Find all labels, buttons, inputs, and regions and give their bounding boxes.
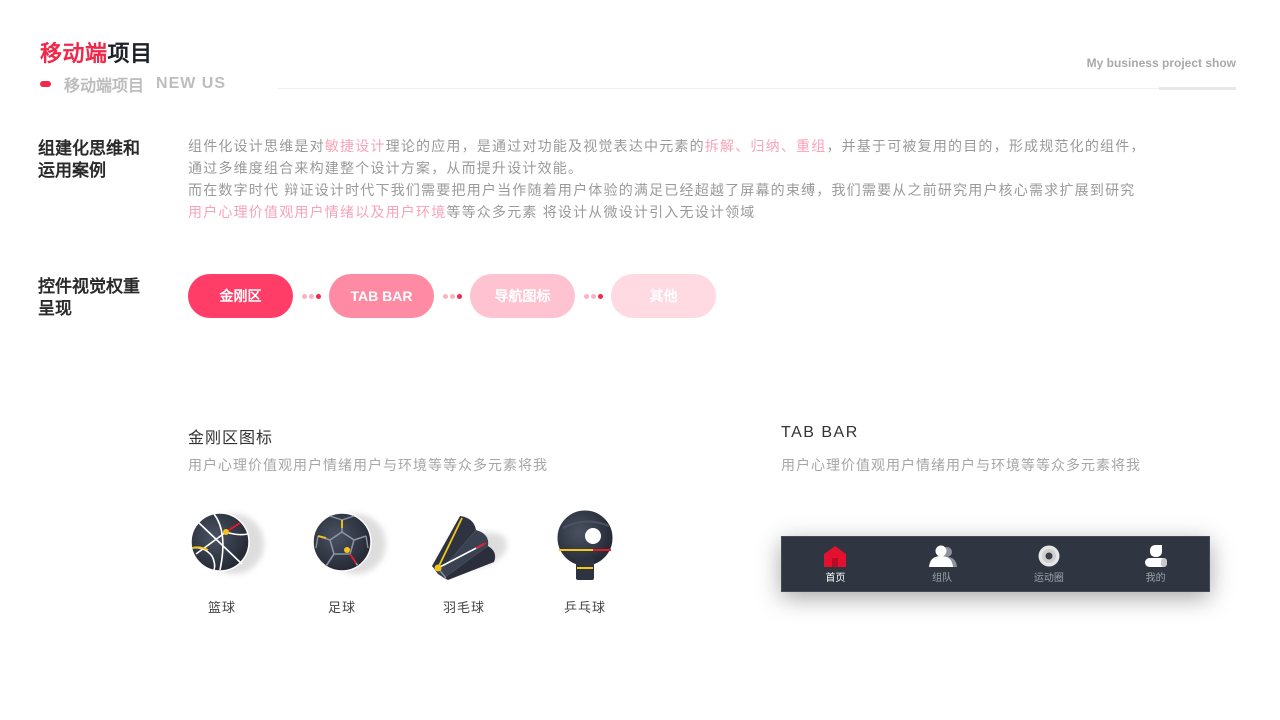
dot (597, 293, 603, 299)
pill-tabbar[interactable]: TAB BAR (329, 274, 434, 318)
soccer-ball-icon (312, 512, 386, 574)
tab-team[interactable]: 组队 (889, 537, 996, 591)
paragraph-text: ，并基于可被复用的目的，形成规范化的组件， (826, 138, 1146, 154)
paragraph-text: 通过多维度组合来构建整个设计方案，从而提升设计效能。 (188, 160, 584, 176)
icon-item-pingpong[interactable]: 乒乓球 (545, 508, 625, 616)
tab-label: 组队 (932, 572, 953, 584)
icon-label: 篮球 (207, 600, 236, 615)
title-rest: 项目 (107, 41, 153, 66)
dot (590, 293, 596, 299)
profile-icon (1144, 544, 1167, 567)
icon-item-badminton[interactable]: 羽毛球 (424, 508, 508, 616)
icon-item-basketball[interactable]: 篮球 (182, 508, 264, 616)
tab-label: 首页 (825, 572, 846, 584)
dot (301, 293, 307, 299)
header-divider-tab (1159, 87, 1236, 90)
subtitle-marker (40, 81, 51, 87)
section-label-line1: 控件视觉权重 (38, 277, 140, 296)
circle-icon (1038, 545, 1060, 566)
paragraph-text: 理论的应用，是通过对功能及视觉表达中元素的 (385, 138, 705, 154)
tab-label: 我的 (1145, 572, 1166, 584)
weight-pills-row: 金刚区 TAB BAR 导航图标 其他 (188, 274, 716, 318)
icons-section-desc: 用户心理价值观用户情绪用户与环境等等众多元素将我 (188, 457, 548, 473)
page-subtitle: 移动端项目 NEW US (40, 72, 226, 96)
home-icon (824, 545, 847, 567)
ping-pong-paddle-icon (556, 509, 614, 580)
dots-separator (434, 293, 470, 299)
section-label-visual-weight: 控件视觉权重 呈现 (38, 276, 158, 320)
section-label-line2: 运用案例 (38, 161, 106, 180)
shuttlecock-icon (432, 516, 508, 580)
paragraph-text: 组件化设计思维是对 (188, 138, 325, 154)
header-divider (278, 88, 1236, 89)
section-label-componentization: 组建化思维和 运用案例 (38, 138, 158, 182)
tab-bar: 首页 组队 运动圈 我的 (781, 536, 1210, 592)
tabbar-section-title: TAB BAR (781, 424, 859, 441)
tabbar-section-desc: 用户心理价值观用户情绪用户与环境等等众多元素将我 (781, 457, 1141, 473)
dot (308, 293, 314, 299)
team-icon (929, 545, 958, 567)
subtitle-cn: 移动端项目 (64, 78, 145, 95)
tab-label: 运动圈 (1033, 572, 1064, 584)
dot (449, 293, 455, 299)
icon-label: 羽毛球 (442, 600, 485, 615)
paragraph-text: 等等众多元素 将设计从微设计引入无设计领域 (446, 204, 756, 220)
dots-separator (575, 293, 611, 299)
pill-other[interactable]: 其他 (611, 274, 716, 318)
header-right-label: My business project show (1086, 56, 1236, 70)
tab-circle[interactable]: 运动圈 (996, 537, 1103, 591)
intro-paragraph: 组件化设计思维是对敏捷设计理论的应用，是通过对功能及视觉表达中元素的拆解、归纳、… (188, 135, 1168, 223)
dot (442, 293, 448, 299)
paragraph-text: 而在数字时代 辩证设计时代下我们需要把用户当作随着用户体验的满足已经超越了屏幕的… (188, 182, 1136, 198)
dot (583, 293, 589, 299)
pill-nav-icons[interactable]: 导航图标 (470, 274, 575, 318)
dot (315, 293, 321, 299)
pill-jingang[interactable]: 金刚区 (188, 274, 293, 318)
highlight-text: 敏捷设计 (324, 138, 386, 154)
icon-label: 乒乓球 (563, 600, 606, 615)
icon-label: 足球 (327, 600, 356, 615)
section-label-line1: 组建化思维和 (38, 139, 140, 158)
page-title: 移动端项目 (40, 36, 153, 68)
title-accent: 移动端 (40, 41, 108, 66)
dot (456, 293, 462, 299)
tab-home[interactable]: 首页 (782, 537, 889, 591)
tab-profile[interactable]: 我的 (1102, 537, 1209, 591)
subtitle-en: NEW US (156, 75, 227, 92)
highlight-text: 拆解、归纳、重组 (704, 138, 827, 154)
section-label-line2: 呈现 (38, 299, 72, 318)
icon-item-soccer[interactable]: 足球 (302, 508, 386, 616)
basketball-icon (190, 512, 264, 574)
dots-separator (293, 293, 329, 299)
icons-section-title: 金刚区图标 (188, 430, 274, 447)
highlight-text: 用户心理价值观用户情绪以及用户环境 (188, 204, 447, 220)
